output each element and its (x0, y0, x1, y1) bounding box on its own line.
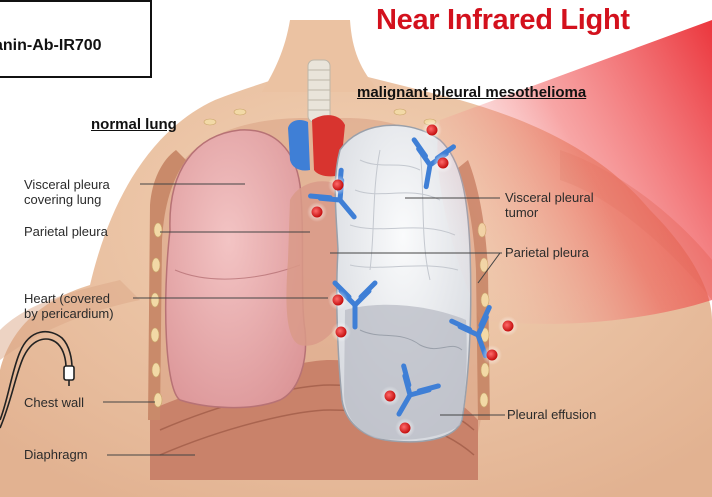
agent-label-box: anin-Ab-IR700 (0, 0, 152, 78)
normal-lung-heading: normal lung (91, 116, 177, 133)
label-tumor-line2: tumor (505, 206, 538, 220)
trachea (308, 60, 330, 122)
label-parietal-pleura-left: Parietal pleura (24, 225, 108, 239)
diagram-title: Near Infrared Light (376, 4, 630, 37)
mesothelioma-heading: malignant pleural mesothelioma (357, 84, 586, 101)
label-chest-wall: Chest wall (24, 396, 84, 410)
near-infrared-beam (437, 20, 712, 324)
blue-vessel (288, 120, 310, 171)
label-visceral-pleura-line2: covering lung (24, 193, 101, 207)
normal-lung-shape (166, 130, 306, 408)
label-tumor-line1: Visceral pleural (505, 191, 594, 205)
label-visceral-pleura-line1: Visceral pleura (24, 178, 110, 192)
label-pleural-effusion: Pleural effusion (507, 408, 596, 422)
label-heart-line2: by pericardium) (24, 307, 114, 321)
label-diaphragm: Diaphragm (24, 448, 88, 462)
label-heart-line1: Heart (covered (24, 292, 110, 306)
label-parietal-pleura-right: Parietal pleura (505, 246, 589, 260)
agent-label: anin-Ab-IR700 (0, 37, 102, 55)
